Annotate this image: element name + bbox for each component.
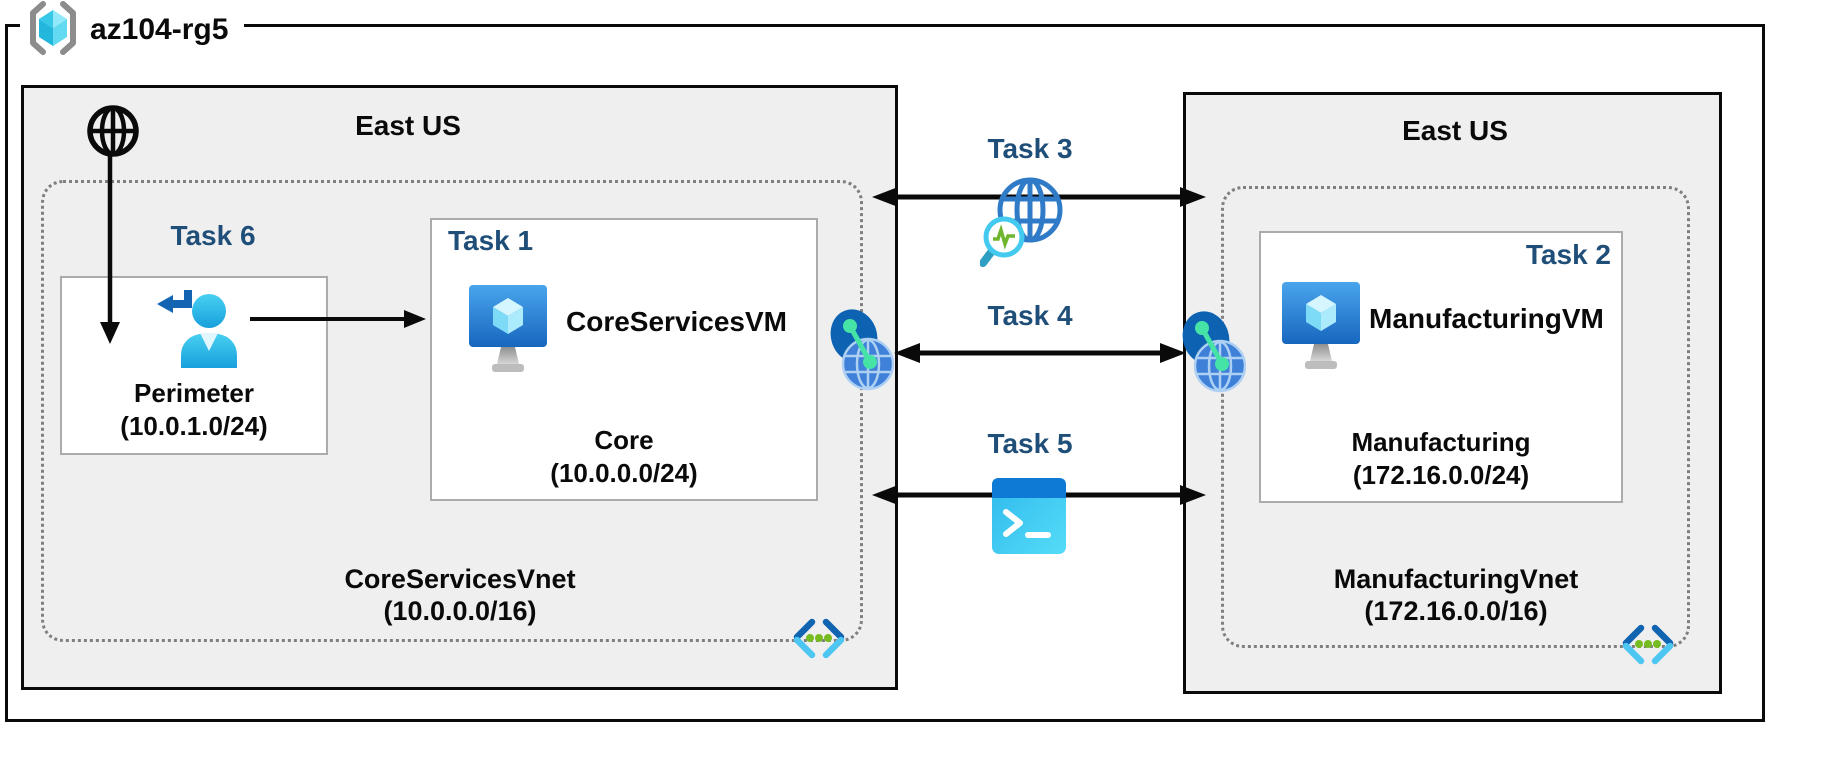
task-4-label: Task 4 [987,300,1073,331]
region-east-us-right: East US Task 2 [1183,92,1722,694]
vnet-cidr: (10.0.0.0/16) [383,596,537,626]
subnet-cidr: (10.0.1.0/24) [120,411,268,441]
region-name: East US [355,110,461,141]
vnet-label: ManufacturingVnet (172.16.0.0/16) [1334,563,1579,627]
manufacturing-subnet-label: Manufacturing (172.16.0.0/24) [1261,426,1621,492]
network-watcher-icon [979,175,1066,272]
perimeter-subnet-label: Perimeter (10.0.1.0/24) [62,377,326,443]
vnet-cidr: (172.16.0.0/16) [1364,596,1548,626]
vm-icon [1281,281,1361,386]
cloud-shell-icon [992,478,1066,559]
internet-globe-icon [86,104,140,163]
code-brackets-icon [790,615,848,666]
vnet-name: CoreServicesVnet [344,564,576,594]
core-services-vnet [41,180,863,642]
task-5-label: Task 5 [987,428,1073,459]
region-name: East US [1402,115,1508,146]
task-3-label: Task 3 [987,133,1073,164]
subnet-cidr: (10.0.0.0/24) [550,458,698,488]
core-subnet-label: Core (10.0.0.0/24) [432,424,816,490]
vm-name: ManufacturingVM [1369,303,1604,334]
resource-group-box [5,24,1765,722]
subnet-name: Manufacturing [1351,427,1531,457]
manufacturing-vnet [1221,186,1690,648]
resource-group-name: az104-rg5 [90,13,229,46]
vm-icon [468,284,548,389]
core-subnet-box: Task 1 [430,218,818,501]
task-2-label: Task 2 [1525,239,1611,270]
subnet-name: Perimeter [134,378,254,408]
perimeter-subnet-box: Perimeter (10.0.1.0/24) [60,276,328,455]
vnet-peering-icon [1182,308,1247,403]
code-brackets-icon [1619,621,1677,672]
manufacturing-subnet-box: Task 2 [1259,231,1623,503]
user-signin-icon [155,284,241,373]
task-1-label: Task 1 [448,225,534,256]
task-6-label: Task 6 [170,220,256,251]
resource-group-icon [26,0,80,60]
subnet-name: Core [594,425,654,455]
subnet-cidr: (172.16.0.0/24) [1352,460,1530,490]
vnet-name: ManufacturingVnet [1333,564,1579,594]
vnet-peering-icon [830,306,895,401]
region-east-us-left: East US Task 6 [21,85,898,690]
vnet-label: CoreServicesVnet (10.0.0.0/16) [344,563,575,627]
vm-name: CoreServicesVM [566,306,788,337]
resource-group-label: az104-rg5 [20,0,245,60]
